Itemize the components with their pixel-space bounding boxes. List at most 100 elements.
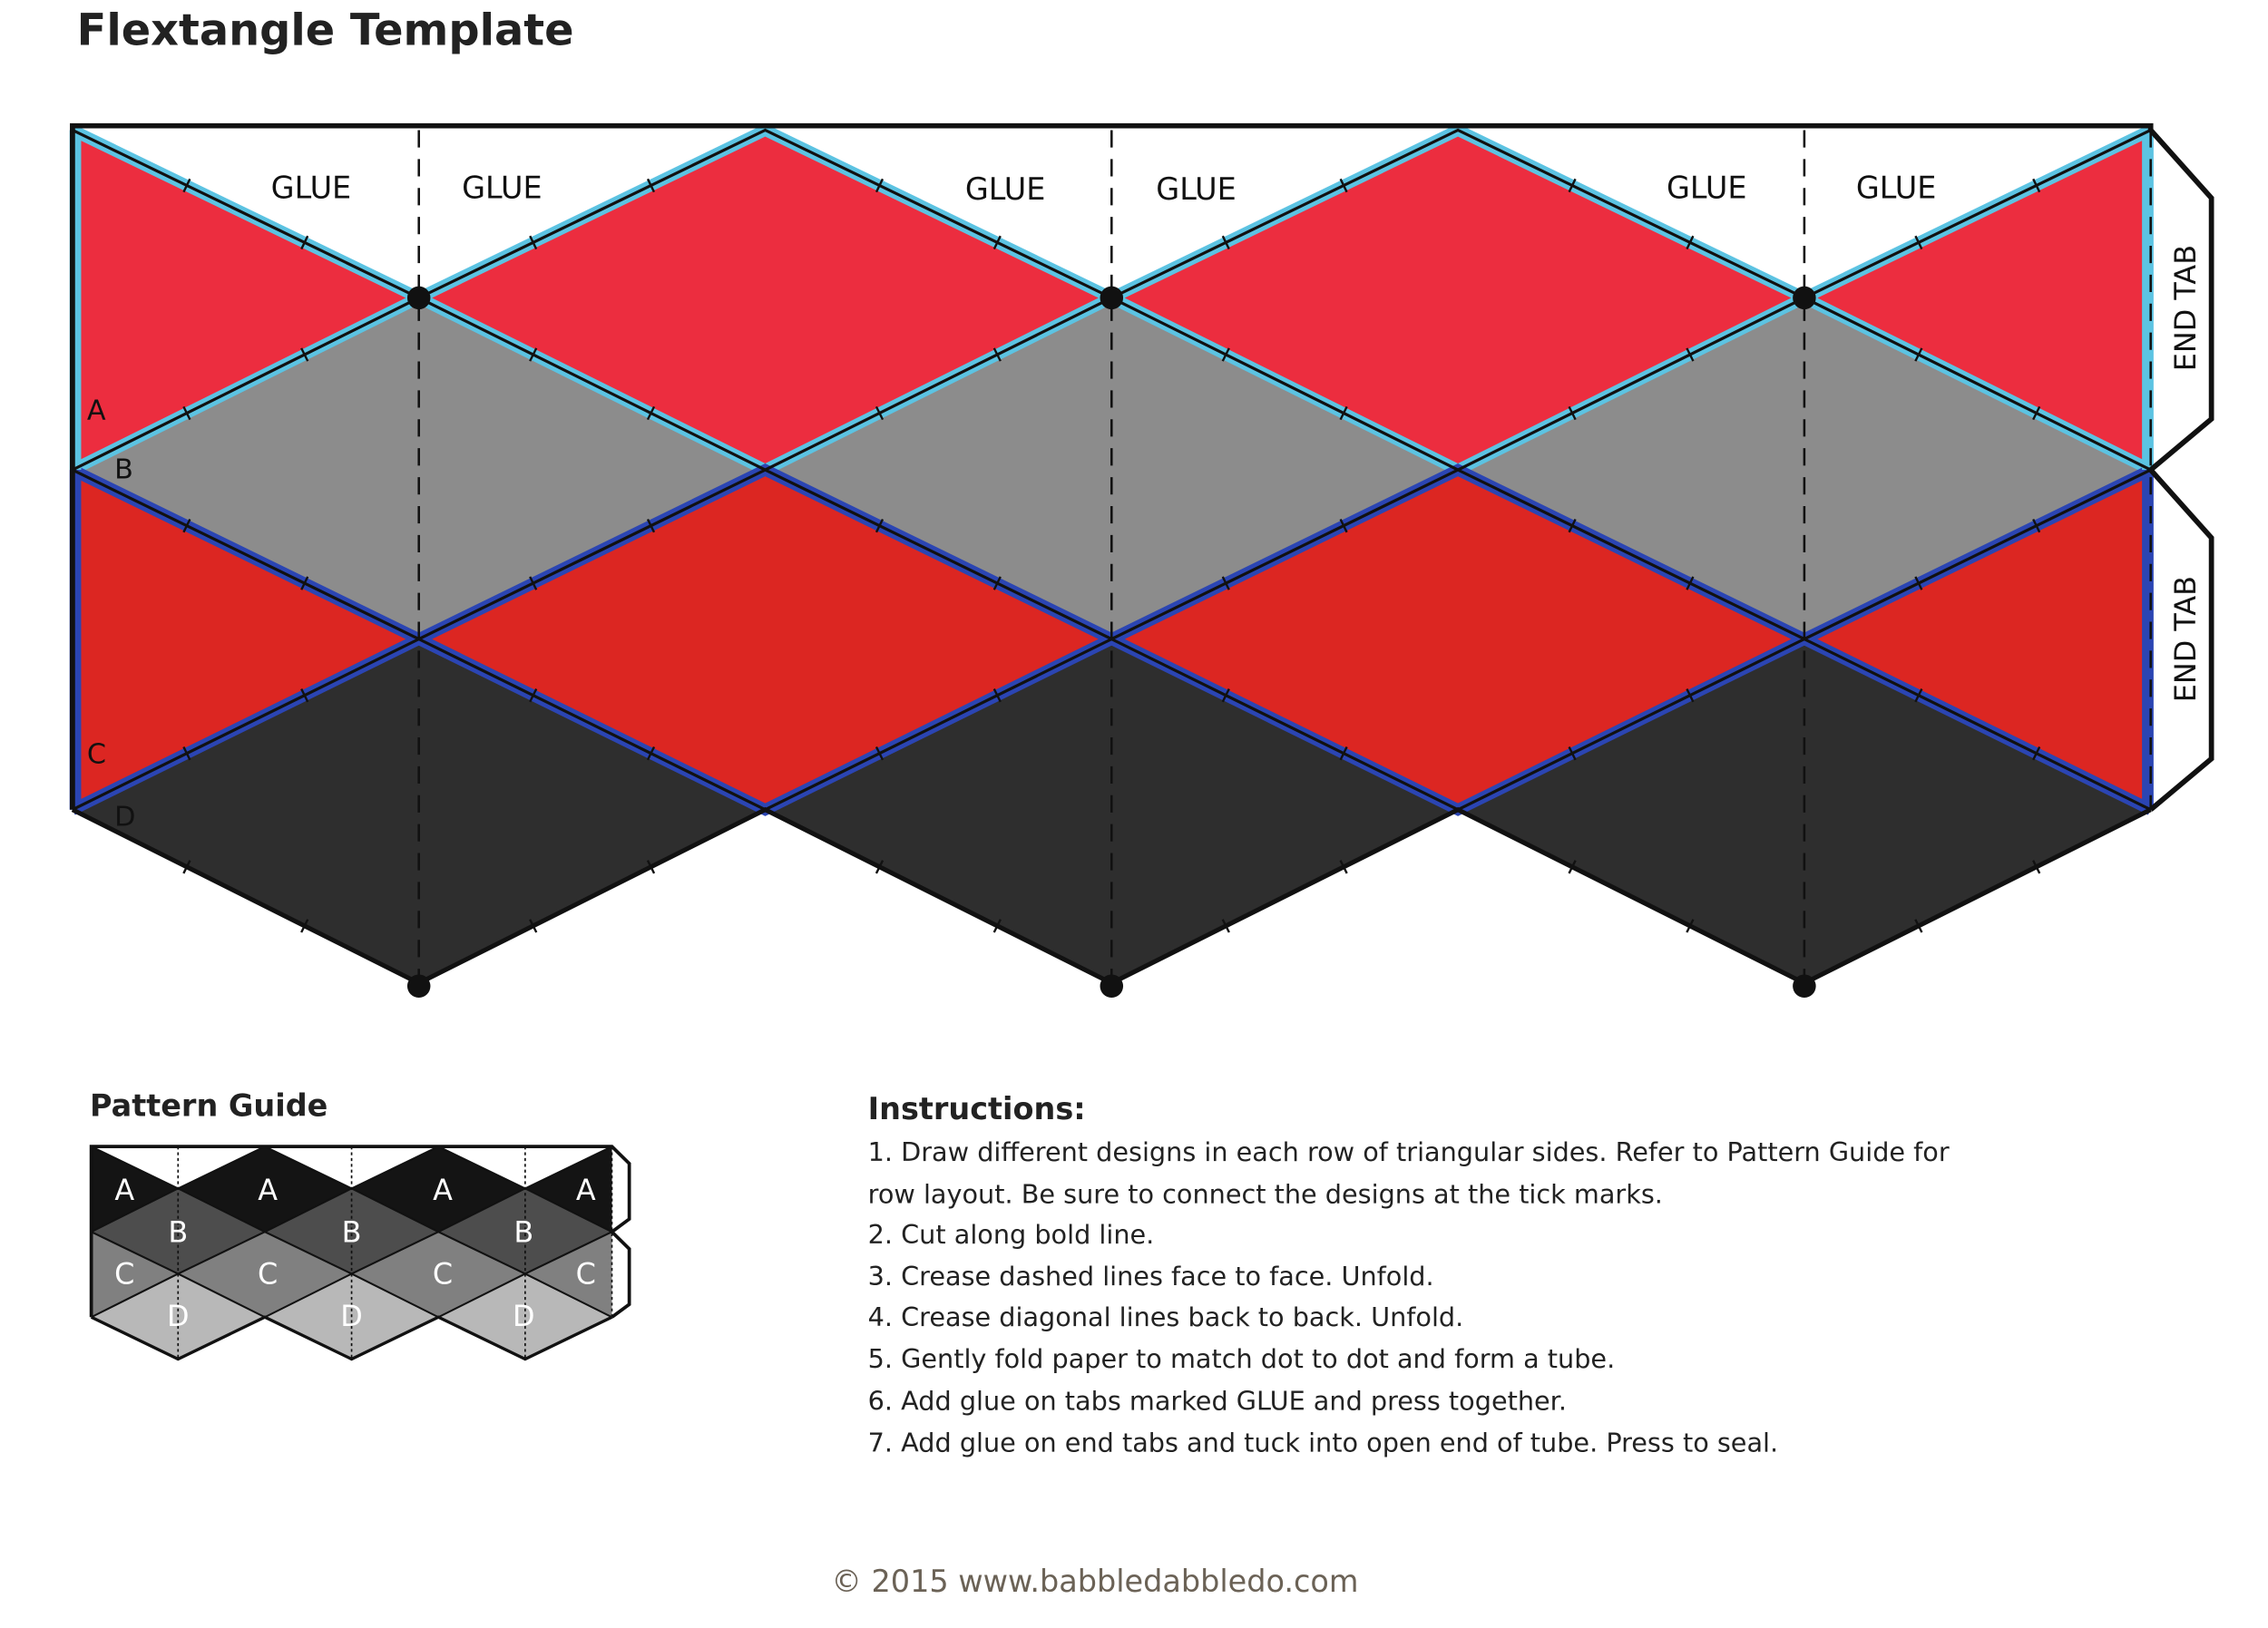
tick-mark	[646, 860, 656, 874]
match-dot	[406, 286, 431, 310]
row-c-half-right	[524, 1232, 612, 1318]
tick-mark	[1914, 235, 1923, 250]
tick-mark	[875, 860, 885, 874]
end-tab-label: END TAB	[2168, 576, 2203, 702]
cut-outline	[70, 122, 2214, 812]
pattern-label-b: B	[342, 1214, 362, 1249]
tick-mark	[300, 347, 309, 362]
tick-mark	[1686, 688, 1695, 703]
pattern-label-a: A	[433, 1173, 453, 1207]
row-label-b: B	[114, 454, 133, 486]
row-a-half-right	[1804, 130, 2151, 471]
row-c-half-left	[91, 1232, 179, 1318]
pattern-label-d: D	[340, 1299, 363, 1333]
tick-mark	[1686, 235, 1695, 250]
instruction-line: 5. Gently fold paper to match dot to dot…	[868, 1343, 1616, 1374]
pattern-label-c: C	[258, 1257, 278, 1292]
diagonal-fold-line	[91, 1272, 612, 1319]
row-label-d: D	[114, 801, 135, 833]
glue-label: GLUE	[462, 170, 543, 205]
tick-mark	[1221, 919, 1230, 933]
cut-outline	[89, 1145, 631, 1319]
tick-mark	[646, 178, 656, 193]
tick-mark	[1339, 405, 1348, 421]
match-dot	[1793, 974, 1816, 998]
match-dot	[1793, 286, 1816, 310]
glue-label: GLUE	[1667, 170, 1747, 205]
instruction-line: row layout. Be sure to connect the desig…	[868, 1178, 1663, 1209]
instruction-line: 2. Cut along bold line.	[868, 1219, 1155, 1250]
tick-mark	[1221, 347, 1230, 362]
footer-copyright: © 2015 www.babbledabbledo.com	[831, 1564, 1358, 1599]
tick-mark	[300, 688, 309, 703]
tick-mark	[529, 688, 538, 703]
tick-mark	[1914, 347, 1923, 362]
tick-mark	[300, 576, 309, 590]
tick-mark	[2032, 518, 2041, 533]
tick-mark	[646, 518, 656, 533]
instruction-line: 1. Draw different designs in each row of…	[868, 1136, 1950, 1167]
tick-mark	[646, 746, 656, 761]
pattern-label-c: C	[576, 1257, 596, 1292]
tick-mark	[1914, 688, 1923, 703]
glue-label: GLUE	[965, 171, 1046, 207]
row-a-half-left	[72, 130, 419, 471]
tick-mark	[529, 347, 538, 362]
pattern-label-d: D	[167, 1299, 190, 1333]
tick-mark	[875, 746, 885, 761]
row-label-c: C	[87, 739, 106, 771]
tick-mark	[1914, 919, 1923, 933]
row-c-half-right	[1804, 470, 2151, 810]
pattern-guide-title: Pattern Guide	[90, 1088, 327, 1124]
pattern-label-d: D	[513, 1299, 535, 1333]
pattern-label-a: A	[576, 1173, 596, 1207]
instructions: Instructions: 1. Draw different designs …	[868, 1091, 1950, 1458]
tick-mark	[875, 405, 885, 421]
row-a-half-left	[91, 1146, 179, 1233]
instructions-heading: Instructions:	[868, 1091, 1086, 1126]
tick-mark	[2032, 746, 2041, 761]
tick-mark	[1568, 518, 1577, 533]
match-dot	[1100, 974, 1124, 998]
tick-mark	[1568, 405, 1577, 421]
tick-mark	[992, 576, 1002, 590]
match-dot	[1100, 286, 1124, 310]
row-a-outline	[70, 123, 2154, 305]
tick-mark	[875, 178, 885, 193]
tick-mark	[182, 746, 191, 761]
pattern-label-a: A	[258, 1173, 278, 1207]
row-c-half-left	[72, 470, 419, 810]
row-label-a: A	[87, 395, 106, 426]
diagonal-fold-line	[72, 128, 2152, 300]
pattern-label-c: C	[433, 1257, 453, 1292]
tick-mark	[2032, 178, 2041, 193]
tick-mark	[2032, 860, 2041, 874]
tick-mark	[529, 919, 538, 933]
tick-mark	[182, 178, 191, 193]
match-dot	[406, 974, 431, 998]
tick-mark	[1568, 860, 1577, 874]
tick-mark	[1686, 347, 1695, 362]
diagonal-fold-line	[90, 1315, 613, 1361]
tick-mark	[182, 518, 191, 533]
tick-mark	[1339, 518, 1348, 533]
tick-mark	[646, 405, 656, 421]
tick-mark	[1339, 178, 1348, 193]
pattern-label-c: C	[114, 1257, 134, 1292]
tick-mark	[2032, 405, 2041, 421]
glue-label: GLUE	[1156, 171, 1237, 207]
pattern-label-b: B	[513, 1214, 533, 1249]
tick-mark	[300, 919, 309, 933]
tick-mark	[182, 860, 191, 874]
diagonal-fold-line	[72, 637, 2152, 812]
tick-mark	[300, 235, 309, 250]
tick-mark	[1339, 860, 1348, 874]
tick-mark	[992, 347, 1002, 362]
tick-mark	[1568, 746, 1577, 761]
tick-mark	[529, 576, 538, 590]
tick-mark	[182, 405, 191, 421]
instruction-line: 3. Crease dashed lines face to face. Unf…	[868, 1261, 1434, 1292]
glue-label: GLUE	[1856, 170, 1937, 205]
